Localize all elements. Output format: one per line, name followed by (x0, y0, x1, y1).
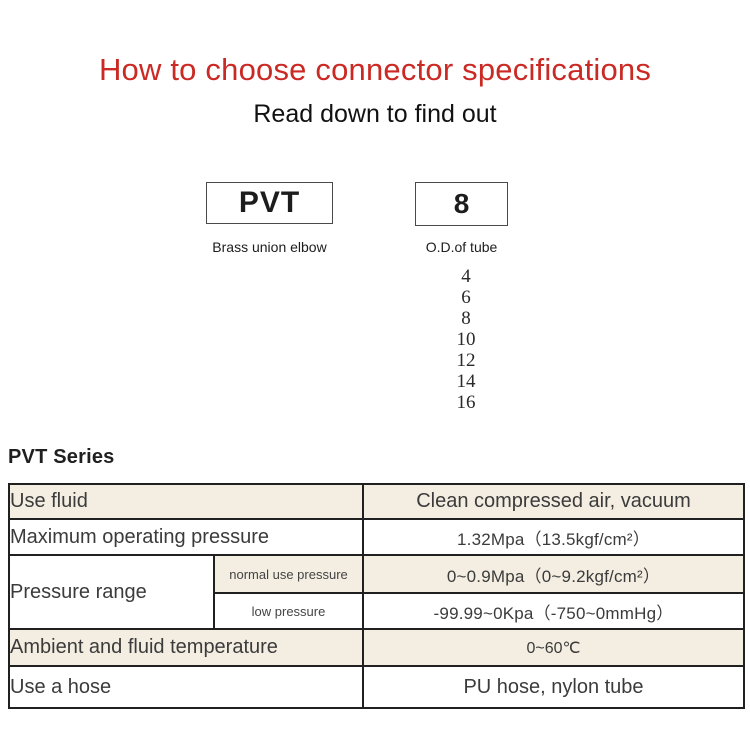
model-code-box: PVT (206, 182, 333, 224)
size-option: 4 (461, 266, 471, 287)
series-heading: PVT Series (8, 446, 115, 468)
size-option: 10 (456, 329, 476, 350)
table-row-use-fluid: Use fluid Clean compressed air, vacuum (8, 483, 745, 520)
tube-size-caption: O.D.of tube (425, 239, 498, 255)
table-row-temperature: Ambient and fluid temperature 0~60℃ (8, 628, 745, 667)
table-row-hose: Use a hose PU hose, nylon tube (8, 665, 745, 709)
use-fluid-label: Use fluid (8, 483, 364, 520)
spec-table: Use fluid Clean compressed air, vacuum M… (8, 483, 745, 709)
size-option: 14 (456, 371, 476, 392)
hose-value: PU hose, nylon tube (362, 665, 745, 709)
size-option: 12 (456, 350, 476, 371)
low-pressure-value: -99.99~0Kpa（-750~0mmHg） (362, 592, 745, 630)
model-code-caption: Brass union elbow (212, 239, 327, 255)
use-fluid-value: Clean compressed air, vacuum (362, 483, 745, 520)
tube-size-box: 8 (415, 182, 508, 226)
temperature-label: Ambient and fluid temperature (8, 628, 364, 667)
low-pressure-label: low pressure (213, 592, 364, 630)
temperature-value: 0~60℃ (362, 628, 745, 667)
normal-pressure-label: normal use pressure (213, 554, 364, 594)
hose-label: Use a hose (8, 665, 364, 709)
max-pressure-label: Maximum operating pressure (8, 518, 364, 556)
table-row-max-pressure: Maximum operating pressure 1.32Mpa（13.5k… (8, 518, 745, 556)
page-subtitle: Read down to find out (253, 100, 497, 128)
page-title: How to choose connector specifications (98, 52, 652, 87)
size-option: 6 (461, 287, 471, 308)
tube-size-options: 4 6 8 10 12 14 16 (406, 266, 526, 413)
pressure-range-label: Pressure range (8, 554, 215, 630)
table-row-pressure-low: low pressure -99.99~0Kpa（-750~0mmHg） (9, 592, 745, 630)
normal-pressure-value: 0~0.9Mpa（0~9.2kgf/cm²） (362, 554, 745, 594)
size-option: 8 (461, 308, 471, 329)
table-row-pressure-normal: Pressure range normal use pressure 0~0.9… (8, 554, 745, 630)
max-pressure-value: 1.32Mpa（13.5kgf/cm²） (362, 518, 745, 556)
size-option: 16 (456, 392, 476, 413)
